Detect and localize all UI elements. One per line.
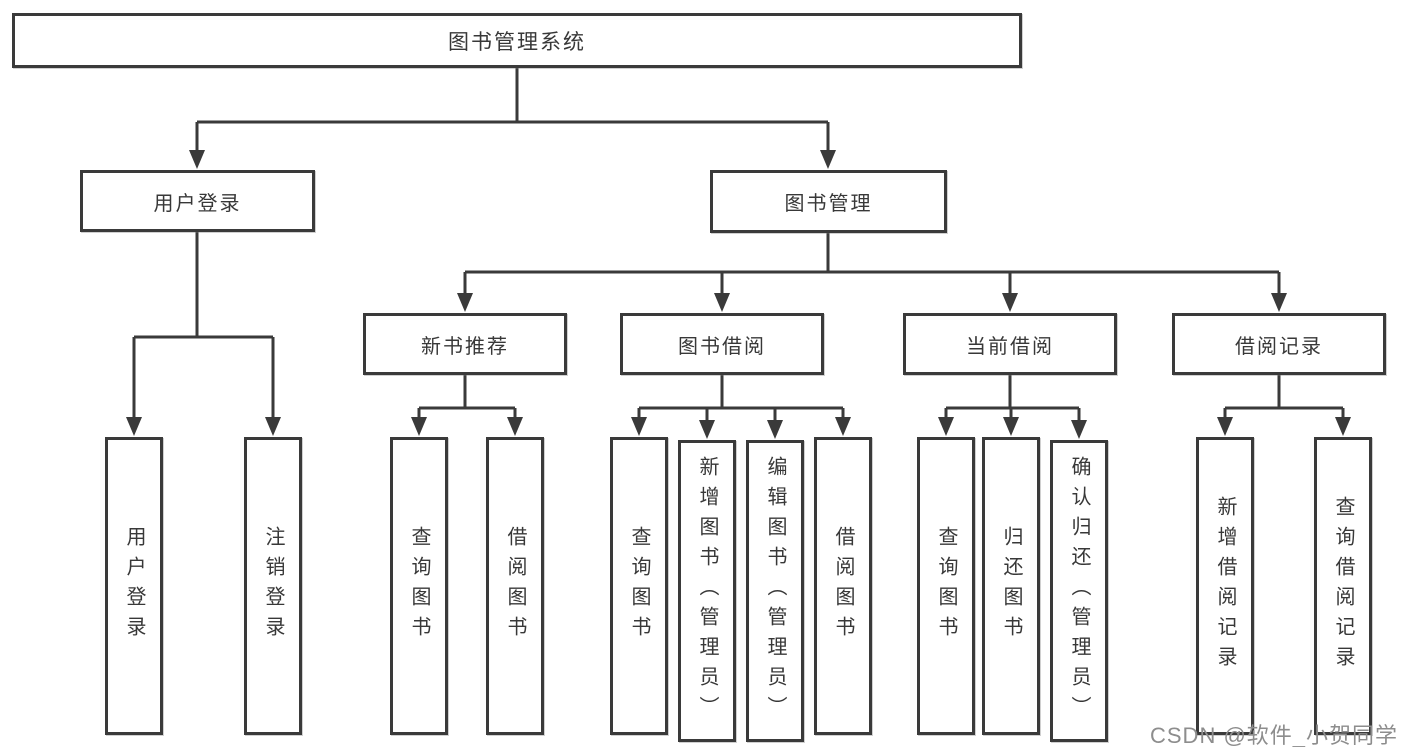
leaf-borrow-book-newbook: 借阅图书 bbox=[486, 437, 544, 735]
leaf-query-book-current: 查询图书 bbox=[917, 437, 975, 735]
node-user-login: 用户登录 bbox=[80, 170, 315, 232]
leaf-edit-book-admin: 编辑图书（管理员） bbox=[746, 440, 804, 742]
node-label: 查询图书 bbox=[408, 526, 430, 646]
node-book-management: 图书管理 bbox=[710, 170, 947, 233]
leaf-add-book-admin: 新增图书（管理员） bbox=[678, 440, 736, 742]
leaf-return-book: 归还图书 bbox=[982, 437, 1040, 735]
node-label: 确认归还（管理员） bbox=[1068, 456, 1090, 726]
node-label: 图书借阅 bbox=[678, 335, 766, 358]
leaf-logout: 注销登录 bbox=[244, 437, 302, 735]
node-label: 新书推荐 bbox=[421, 335, 509, 358]
node-label: 查询图书 bbox=[628, 526, 650, 646]
node-label: 用户登录 bbox=[123, 526, 145, 646]
leaf-query-book-newbook: 查询图书 bbox=[390, 437, 448, 735]
node-label: 归还图书 bbox=[1000, 526, 1022, 646]
csdn-watermark: CSDN @软件_小贺同学 bbox=[1150, 723, 1399, 747]
node-label: 新增借阅记录 bbox=[1214, 496, 1236, 676]
node-label: 查询借阅记录 bbox=[1332, 496, 1354, 676]
node-label: 借阅图书 bbox=[832, 526, 854, 646]
node-label: 借阅图书 bbox=[504, 526, 526, 646]
arrowheads bbox=[126, 150, 1351, 439]
node-label: 当前借阅 bbox=[966, 335, 1054, 358]
node-library-management-system: 图书管理系统 bbox=[12, 13, 1022, 68]
node-label: 查询图书 bbox=[935, 526, 957, 646]
node-book-borrowing: 图书借阅 bbox=[620, 313, 824, 375]
node-new-book-recommend: 新书推荐 bbox=[363, 313, 567, 375]
leaf-user-login: 用户登录 bbox=[105, 437, 163, 735]
node-label: 用户登录 bbox=[153, 192, 242, 215]
node-label: 借阅记录 bbox=[1235, 335, 1323, 358]
leaf-borrow-book-borrowing: 借阅图书 bbox=[814, 437, 872, 735]
node-label: 图书管理系统 bbox=[448, 30, 586, 54]
node-label: 图书管理 bbox=[784, 193, 873, 215]
leaf-query-book-borrowing: 查询图书 bbox=[610, 437, 668, 735]
node-label: 注销登录 bbox=[262, 526, 284, 646]
leaf-add-borrow-record: 新增借阅记录 bbox=[1196, 437, 1254, 735]
node-borrow-records: 借阅记录 bbox=[1172, 313, 1386, 375]
node-label: 新增图书（管理员） bbox=[696, 456, 718, 726]
node-label: 编辑图书（管理员） bbox=[764, 456, 786, 726]
leaf-confirm-return-admin: 确认归还（管理员） bbox=[1050, 440, 1108, 742]
node-current-borrowing: 当前借阅 bbox=[903, 313, 1117, 375]
leaf-query-borrow-record: 查询借阅记录 bbox=[1314, 437, 1372, 735]
